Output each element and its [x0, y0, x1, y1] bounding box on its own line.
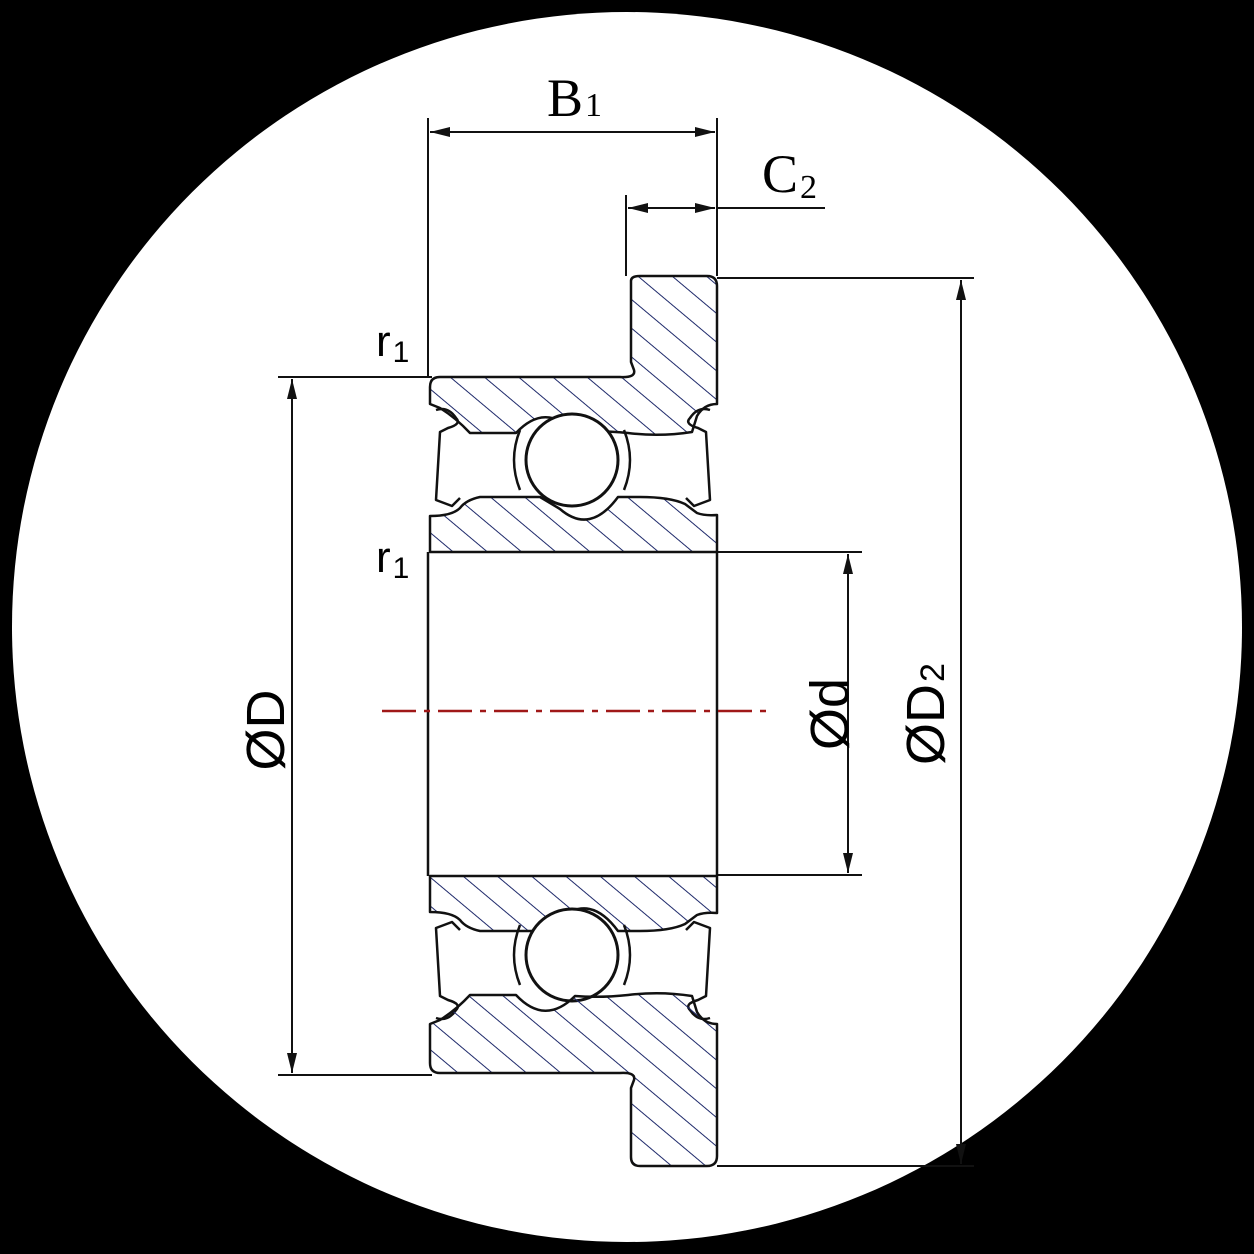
label-r1-mid: r1	[376, 533, 409, 585]
ball-lower	[524, 907, 620, 1003]
ball-upper	[524, 412, 620, 508]
bearing-section	[426, 274, 719, 1168]
ball-lower-cage-right	[622, 924, 632, 986]
outer-ring-lower	[428, 991, 719, 1168]
seal-upper-right	[685, 407, 712, 508]
label-b1: B1	[547, 68, 602, 128]
circular-frame	[12, 12, 1242, 1242]
seal-upper-left	[434, 407, 461, 508]
label-flange-diameter: ØD2	[896, 663, 956, 765]
outer-ring-upper	[428, 274, 719, 437]
label-r1-top: r1	[376, 317, 409, 369]
label-outer-diameter: ØD	[236, 690, 296, 771]
ball-upper-cage-right	[622, 429, 632, 491]
inner-ring-lower	[428, 874, 719, 933]
dimensions	[278, 118, 974, 1167]
ball-upper-cage-left	[512, 429, 522, 491]
label-bore-diameter: Ød	[800, 678, 860, 750]
label-c2: C2	[762, 144, 817, 206]
ball-lower-cage-left	[512, 924, 522, 986]
inner-ring-upper	[428, 495, 719, 554]
